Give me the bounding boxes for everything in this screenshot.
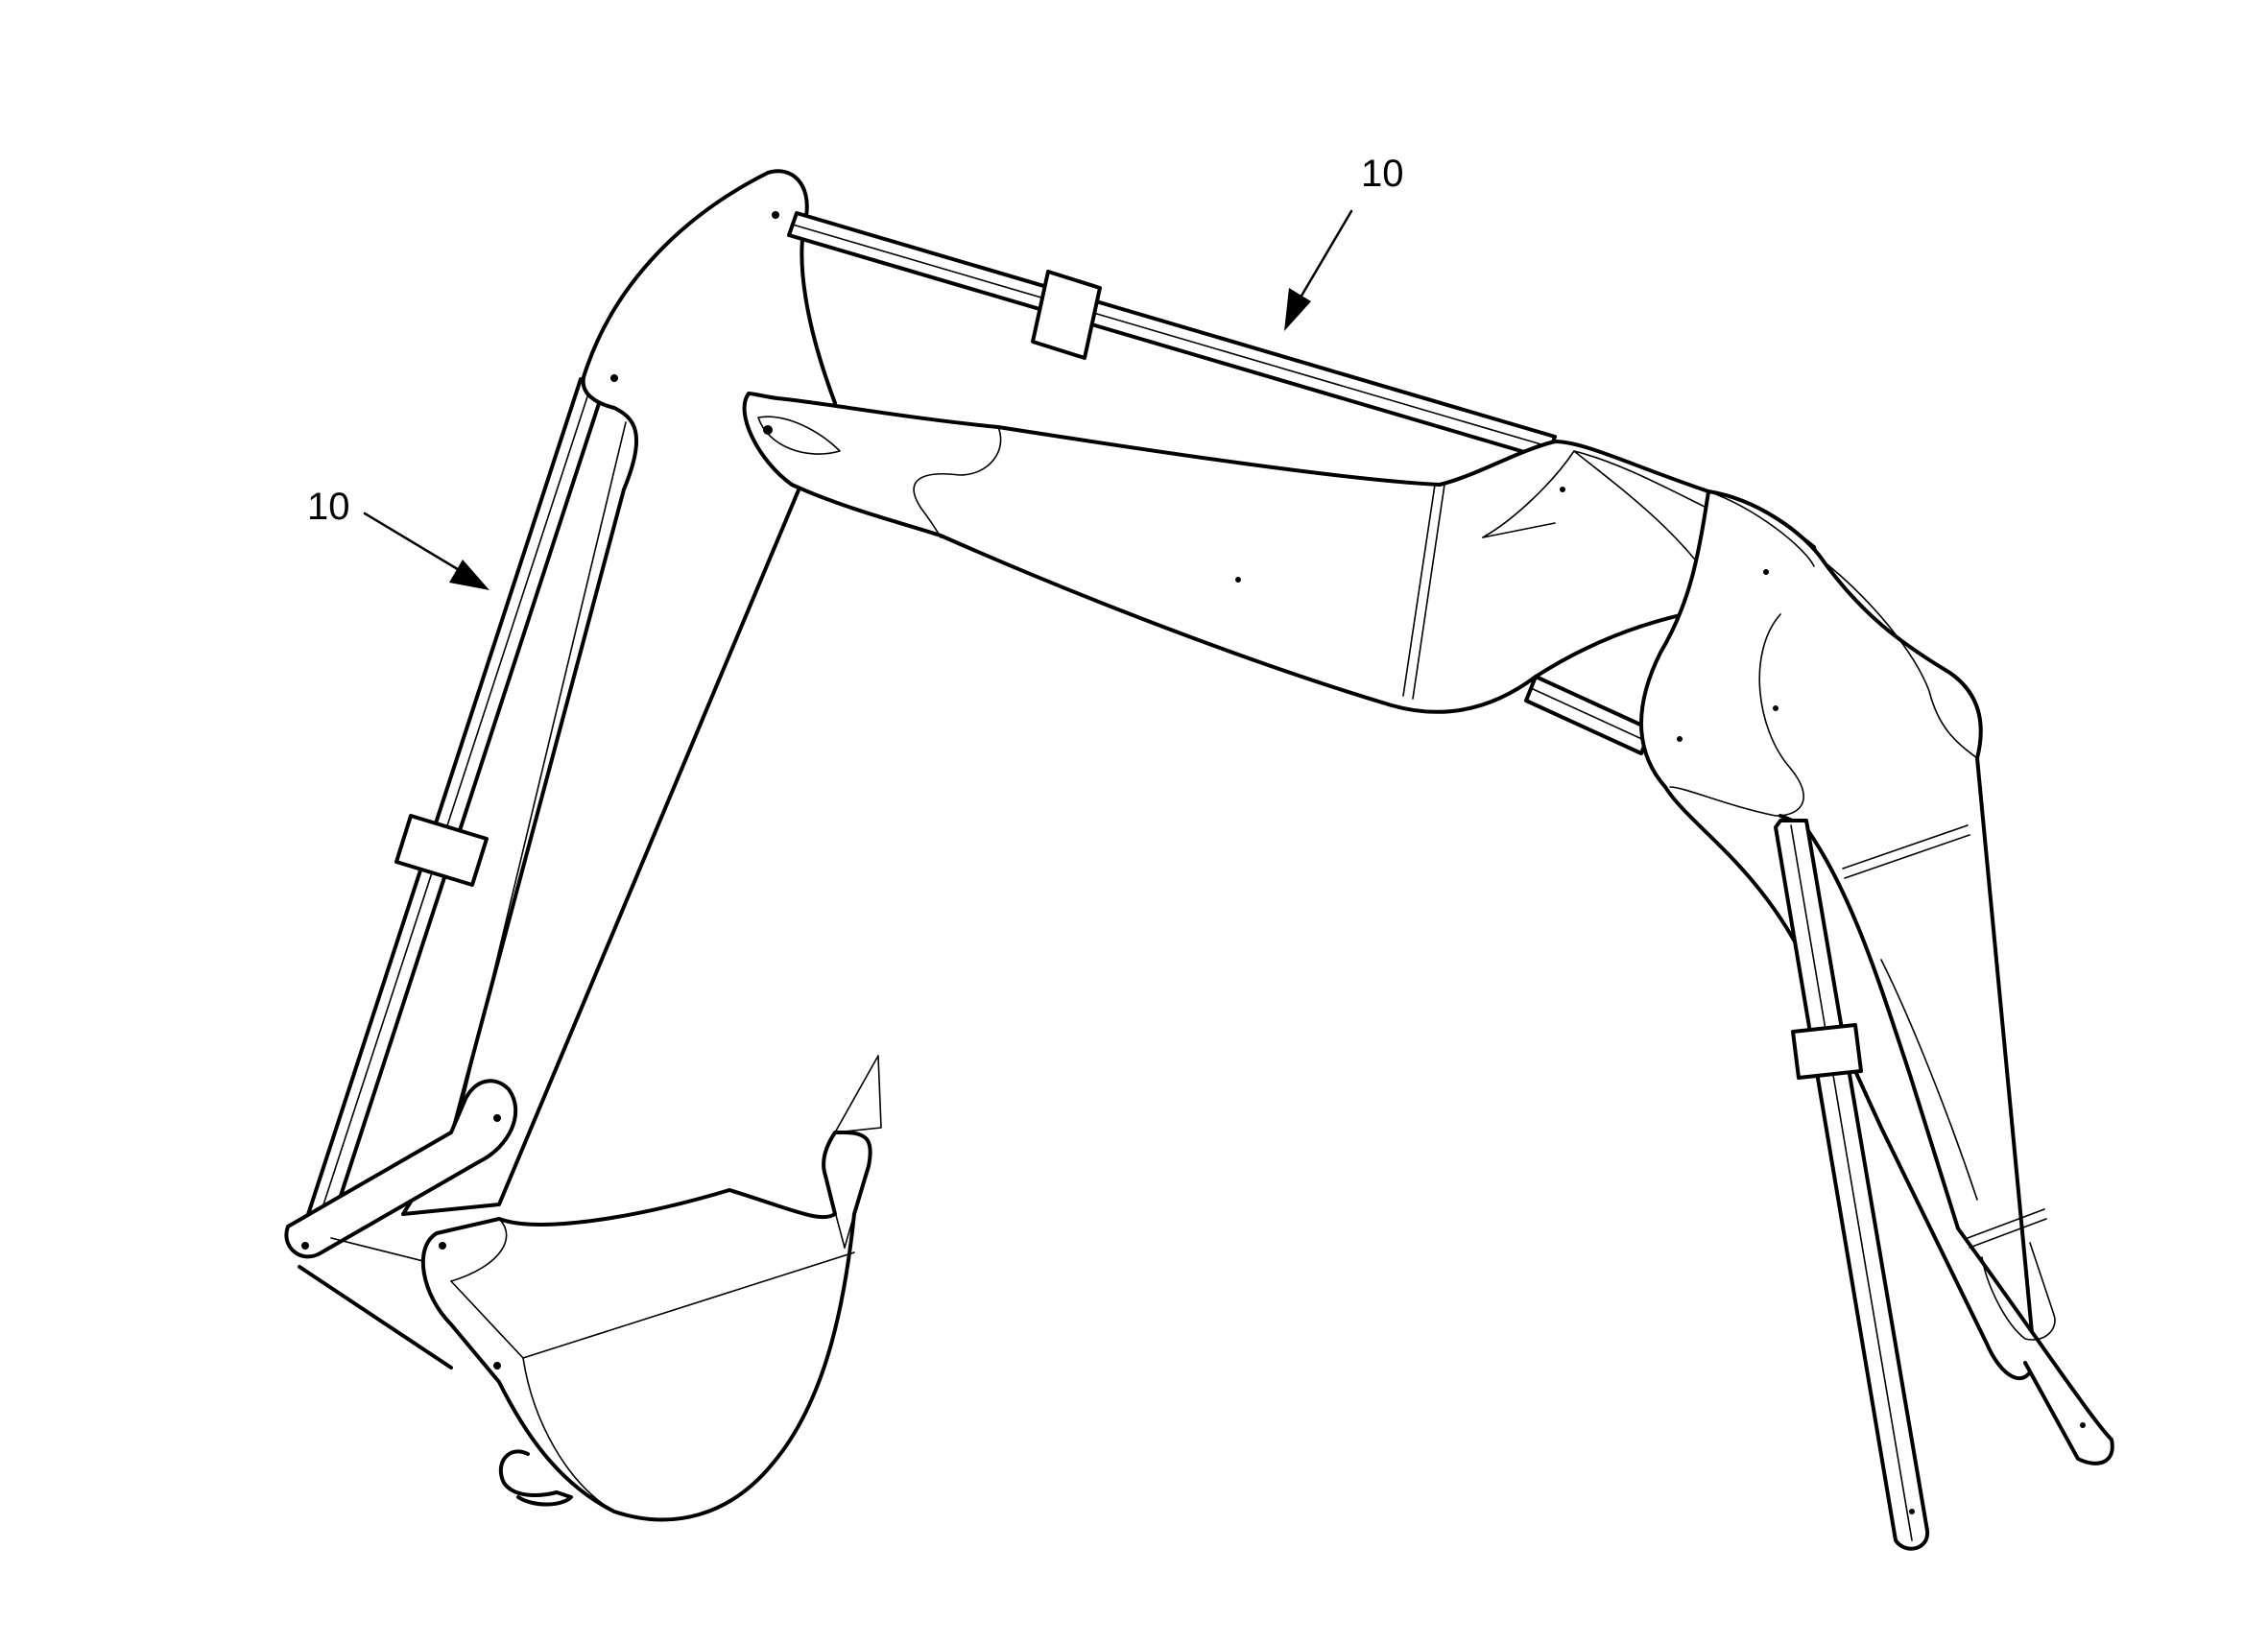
right-lower-arm (1779, 814, 2114, 1465)
pin-left-4 (493, 1114, 501, 1122)
right-lower-cylinder (1524, 675, 1653, 755)
leader-line-top (1296, 209, 1353, 304)
pin-right-8 (1909, 1509, 1915, 1514)
left-excavator-arm (284, 169, 882, 1522)
top-cylinder-collar (1031, 270, 1102, 360)
right-cylinder-collar (1791, 1023, 1863, 1080)
reference-top: 10 (1284, 153, 1404, 331)
arrowhead-left-icon (449, 560, 489, 590)
left-arm-body (401, 169, 837, 1216)
reference-number-top: 10 (1361, 153, 1404, 195)
pin-left-2 (610, 374, 618, 382)
pin-left-3 (301, 1242, 309, 1250)
arrowhead-top-icon (1284, 288, 1311, 331)
left-bucket (420, 1055, 882, 1522)
left-cylinder-collar (394, 814, 489, 887)
pin-right-2 (1235, 577, 1241, 583)
right-excavator-arm (742, 392, 2114, 1551)
leader-line-left (363, 512, 463, 573)
pin-left-6 (493, 1362, 501, 1370)
pin-right-7 (2080, 1422, 2086, 1428)
pin-right-1 (763, 425, 773, 435)
pin-right-3 (1560, 487, 1565, 492)
pin-right-6 (1773, 705, 1779, 711)
reference-left: 10 (307, 486, 489, 590)
bucket-hook (498, 1449, 573, 1507)
pin-left-5 (439, 1242, 446, 1250)
left-bucket-linkage (284, 1079, 518, 1370)
pin-right-4 (1763, 569, 1769, 575)
right-vertical-cylinder (1774, 819, 1930, 1551)
pin-left-1 (772, 211, 779, 219)
pin-right-5 (1677, 736, 1683, 742)
left-arm-cylinder (298, 377, 607, 1248)
reference-number-left: 10 (307, 486, 350, 528)
